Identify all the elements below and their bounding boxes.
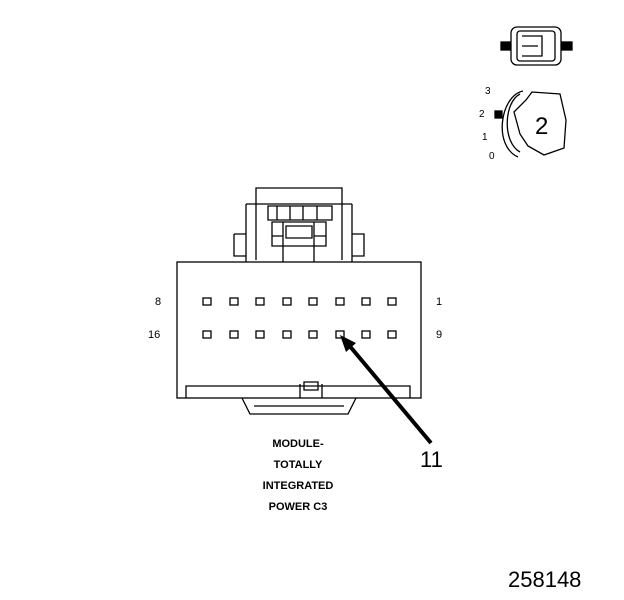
caption-line-4: POWER C3 <box>268 501 328 513</box>
terminal-connector-icon <box>500 26 573 66</box>
connector-latch <box>233 187 365 262</box>
pin-label-8: 8 <box>155 296 162 308</box>
callout-number: 11 <box>420 447 443 472</box>
key-position-0: 0 <box>489 151 495 162</box>
key-position-3: 3 <box>485 86 491 97</box>
pin-label-1: 1 <box>436 296 443 308</box>
caption-line-3: INTEGRATED <box>262 480 334 492</box>
ignition-key-icon <box>494 90 567 158</box>
pin-row-bottom <box>202 330 397 339</box>
connector-body <box>176 261 422 415</box>
callout-arrow <box>340 335 433 445</box>
connector-caption: MODULE- TOTALLY INTEGRATED POWER C3 <box>230 434 366 518</box>
pin-row-top <box>202 297 397 306</box>
key-position-2: 2 <box>479 109 485 120</box>
caption-line-1: MODULE- <box>272 438 324 450</box>
pin-label-9: 9 <box>436 329 443 341</box>
caption-line-2: TOTALLY <box>273 459 323 471</box>
pin-label-16: 16 <box>148 329 161 341</box>
key-number: 2 <box>535 113 549 140</box>
figure-number: 258148 <box>508 567 582 592</box>
key-position-1: 1 <box>482 132 488 143</box>
